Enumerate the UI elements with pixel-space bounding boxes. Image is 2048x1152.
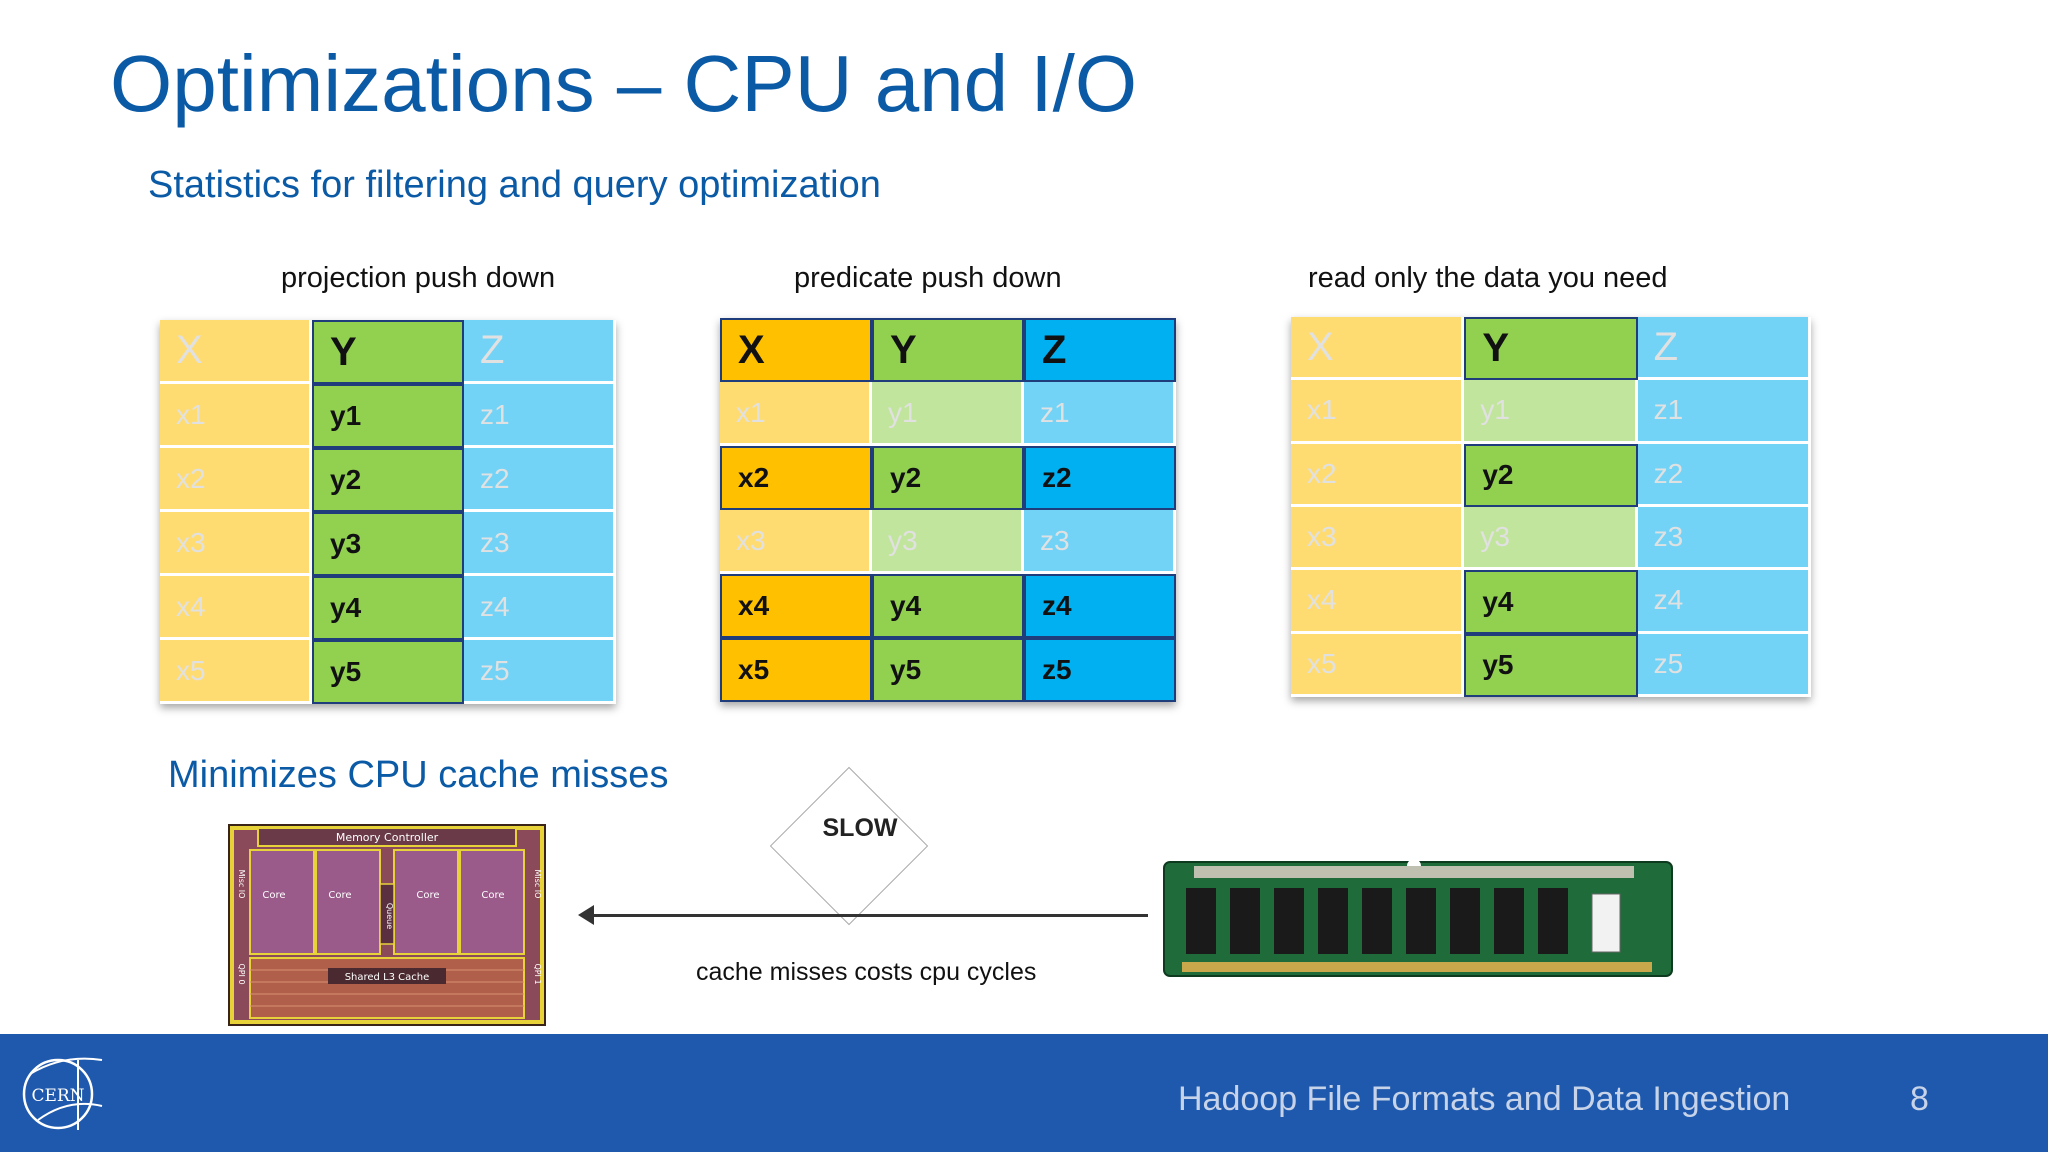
cpu-core-1-label: Core (262, 890, 285, 901)
table-header-cell: Z (1637, 317, 1811, 381)
table-header-cell: Y (1464, 317, 1638, 381)
table-cell: z2 (1637, 443, 1811, 507)
cache-miss-arrow-line (592, 914, 1148, 917)
ram-chip (1450, 888, 1480, 954)
cpu-misc-io-right-label: Misc IO (533, 870, 542, 899)
footer-bar (0, 1034, 2048, 1152)
table-cell: y1 (1464, 380, 1638, 444)
caption-read-only: read only the data you need (1308, 262, 1668, 294)
table-cell: z3 (464, 512, 616, 576)
table-header-cell: Z (464, 320, 616, 384)
table-cell: y5 (872, 638, 1024, 702)
table-cell: x3 (160, 512, 312, 576)
table-header-cell: Y (312, 320, 464, 384)
table-header-cell: X (160, 320, 312, 384)
table-cell: y2 (1464, 443, 1638, 507)
ram-chip (1406, 888, 1436, 954)
table-cell: z5 (464, 640, 616, 704)
cpu-core-3-label: Core (416, 890, 439, 901)
table-cell: z4 (1637, 570, 1811, 634)
table-cell: y3 (312, 512, 464, 576)
arrow-caption: cache misses costs cpu cycles (696, 958, 1037, 986)
table-cell: x3 (1291, 507, 1465, 571)
cern-logo-icon: CERN (22, 1057, 103, 1130)
cpu-qpi-right-label: QPI 1 (533, 963, 542, 984)
caption-predicate: predicate push down (794, 262, 1062, 294)
table-cell: y3 (872, 510, 1024, 574)
cpu-misc-io-left-label: Misc IO (237, 870, 246, 899)
slide-subtitle: Statistics for filtering and query optim… (148, 164, 881, 206)
slow-label: SLOW (822, 814, 898, 842)
footer-title: Hadoop File Formats and Data Ingestion (1178, 1080, 1791, 1118)
section-cache-misses: Minimizes CPU cache misses (168, 754, 669, 796)
cpu-die-image: Memory Controller Core Core Core Core Qu… (228, 824, 546, 1026)
cpu-shared-cache-label: Shared L3 Cache (345, 972, 430, 983)
table-cell: y2 (872, 446, 1024, 510)
table-cell: y1 (872, 382, 1024, 446)
ram-chip (1494, 888, 1524, 954)
ram-module-image (1163, 859, 1673, 977)
ram-chip (1318, 888, 1348, 954)
table-cell: z1 (464, 384, 616, 448)
table-cell: z5 (1637, 633, 1811, 697)
cpu-core-2-label: Core (328, 890, 351, 901)
table-cell: z3 (1024, 510, 1176, 574)
table-cell: y4 (1464, 570, 1638, 634)
table-cell: y5 (312, 640, 464, 704)
table-cell: y3 (1464, 507, 1638, 571)
table-cell: x3 (720, 510, 872, 574)
table-cell: y4 (872, 574, 1024, 638)
table-cell: z4 (464, 576, 616, 640)
table-cell: x4 (720, 574, 872, 638)
ram-chip (1186, 888, 1216, 954)
ram-chip (1538, 888, 1568, 954)
caption-projection: projection push down (281, 262, 556, 294)
table-cell: z4 (1024, 574, 1176, 638)
table-cell: z2 (464, 448, 616, 512)
table-cell: x2 (160, 448, 312, 512)
table-cell: x1 (160, 384, 312, 448)
table-cell: x5 (720, 638, 872, 702)
table-cell: x1 (1291, 380, 1465, 444)
table-cell: y2 (312, 448, 464, 512)
table-header-cell: Z (1024, 318, 1176, 382)
table-cell: z5 (1024, 638, 1176, 702)
table-cell: z1 (1024, 382, 1176, 446)
table-cell: y1 (312, 384, 464, 448)
cpu-queue-label: Queue (385, 903, 394, 929)
table-cell: z3 (1637, 507, 1811, 571)
table-header-cell: X (720, 318, 872, 382)
slow-diamond (769, 766, 929, 926)
cache-miss-arrow-head (578, 905, 594, 925)
table-cell: x1 (720, 382, 872, 446)
cpu-qpi-left-label: QPI 0 (237, 963, 246, 984)
table-cell: z1 (1637, 380, 1811, 444)
table-cell: x2 (1291, 443, 1465, 507)
table-header-cell: X (1291, 317, 1465, 381)
table-cell: y4 (312, 576, 464, 640)
table-cell: x5 (160, 640, 312, 704)
table-cell: x2 (720, 446, 872, 510)
table-cell: x4 (160, 576, 312, 640)
ram-chip (1362, 888, 1392, 954)
cern-logo-text: CERN (31, 1086, 84, 1106)
slide-title: Optimizations – CPU and I/O (110, 39, 1138, 128)
page-number: 8 (1910, 1080, 1929, 1118)
cpu-core-4-label: Core (481, 890, 504, 901)
ram-chip (1274, 888, 1304, 954)
table-cell: x5 (1291, 633, 1465, 697)
table-cell: y5 (1464, 633, 1638, 697)
table-cell: z2 (1024, 446, 1176, 510)
ram-chip (1230, 888, 1260, 954)
table-header-cell: Y (872, 318, 1024, 382)
cpu-memory-controller-label: Memory Controller (336, 831, 439, 844)
table-cell: x4 (1291, 570, 1465, 634)
